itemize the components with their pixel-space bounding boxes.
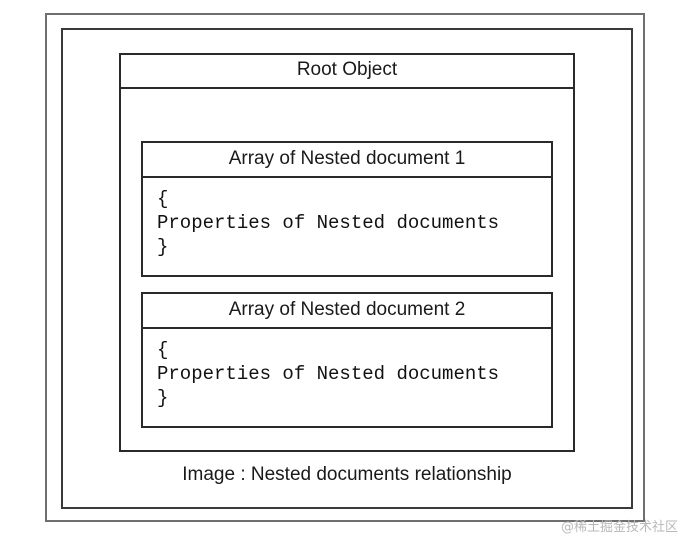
close-brace: } — [157, 236, 169, 258]
properties-text: Properties of Nested documents — [157, 363, 500, 385]
watermark: @稀土掘金技术社区 — [560, 520, 678, 535]
inner-frame — [61, 28, 633, 509]
properties-text: Properties of Nested documents — [157, 212, 500, 234]
open-brace: { — [157, 188, 169, 210]
nested-document-box-1: Array of Nested document 1 {Properties o… — [141, 141, 553, 277]
close-brace: } — [157, 387, 169, 409]
root-object-title: Root Object — [121, 55, 573, 89]
outer-frame — [45, 13, 645, 522]
nested-document-title-1: Array of Nested document 1 — [143, 143, 551, 178]
nested-document-title-2: Array of Nested document 2 — [143, 294, 551, 329]
open-brace: { — [157, 339, 169, 361]
nested-document-body-2: {Properties of Nested documents} — [157, 338, 499, 410]
root-object-box: Root Object — [119, 53, 575, 452]
nested-document-box-2: Array of Nested document 2 {Properties o… — [141, 292, 553, 428]
nested-document-body-1: {Properties of Nested documents} — [157, 187, 499, 259]
diagram-caption: Image : Nested documents relationship — [182, 464, 512, 485]
